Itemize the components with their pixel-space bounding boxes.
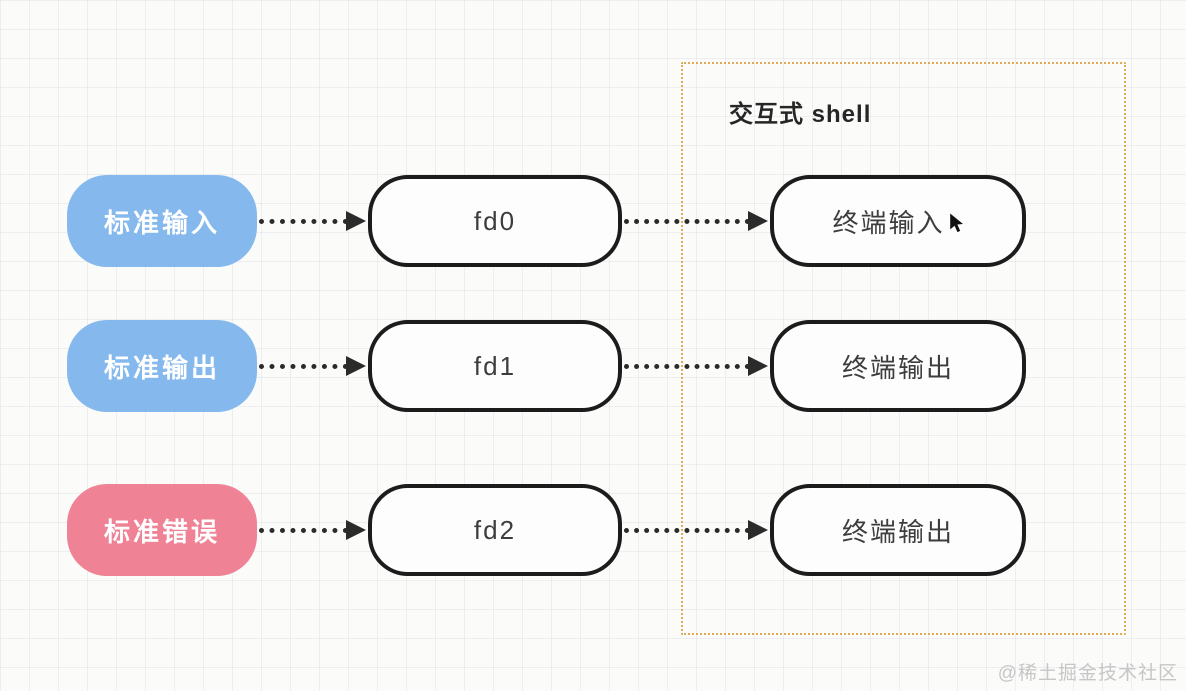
- watermark: @稀土掘金技术社区: [997, 663, 1178, 684]
- node-fd1: fd1: [368, 320, 622, 412]
- arrow-line: [624, 363, 750, 369]
- node-fd0: fd0: [368, 175, 622, 267]
- arrowhead-icon: [346, 356, 366, 376]
- fd1-label: fd1: [473, 350, 517, 381]
- arrow-stdin-to-fd0: [259, 211, 366, 231]
- arrow-fd0-to-terminal: [624, 211, 768, 231]
- interactive-shell-label: 交互式 shell: [729, 101, 872, 128]
- mouse-cursor-icon: [949, 213, 963, 232]
- arrow-fd2-to-terminal: [624, 520, 768, 540]
- source-stderr-pill: 标准错误: [67, 484, 257, 576]
- source-stdout-label: 标准输出: [103, 352, 220, 383]
- arrow-line: [624, 218, 750, 224]
- terminal-input-label: 终端输入: [832, 207, 945, 238]
- source-stdin-pill: 标准输入: [67, 175, 257, 267]
- source-stdin-label: 标准输入: [103, 207, 220, 238]
- terminal-output-label: 终端输出: [841, 352, 954, 383]
- arrow-line: [259, 363, 348, 369]
- source-stdout-pill: 标准输出: [67, 320, 257, 412]
- fd2-label: fd2: [473, 514, 517, 545]
- arrowhead-icon: [346, 520, 366, 540]
- arrowhead-icon: [748, 520, 768, 540]
- arrow-line: [259, 218, 348, 224]
- arrowhead-icon: [748, 211, 768, 231]
- arrow-stderr-to-fd2: [259, 520, 366, 540]
- arrow-fd1-to-terminal: [624, 356, 768, 376]
- terminal-output-label: 终端输出: [841, 516, 954, 547]
- interactive-shell-group: 交互式 shell: [681, 62, 1126, 635]
- source-stderr-label: 标准错误: [103, 516, 220, 547]
- arrowhead-icon: [346, 211, 366, 231]
- node-terminal-input: 终端输入: [770, 175, 1026, 267]
- node-terminal-output-2: 终端输出: [770, 484, 1026, 576]
- arrow-stdout-to-fd1: [259, 356, 366, 376]
- arrow-line: [259, 527, 348, 533]
- node-fd2: fd2: [368, 484, 622, 576]
- node-terminal-output-1: 终端输出: [770, 320, 1026, 412]
- fd0-label: fd0: [473, 205, 517, 236]
- arrow-line: [624, 527, 750, 533]
- arrowhead-icon: [748, 356, 768, 376]
